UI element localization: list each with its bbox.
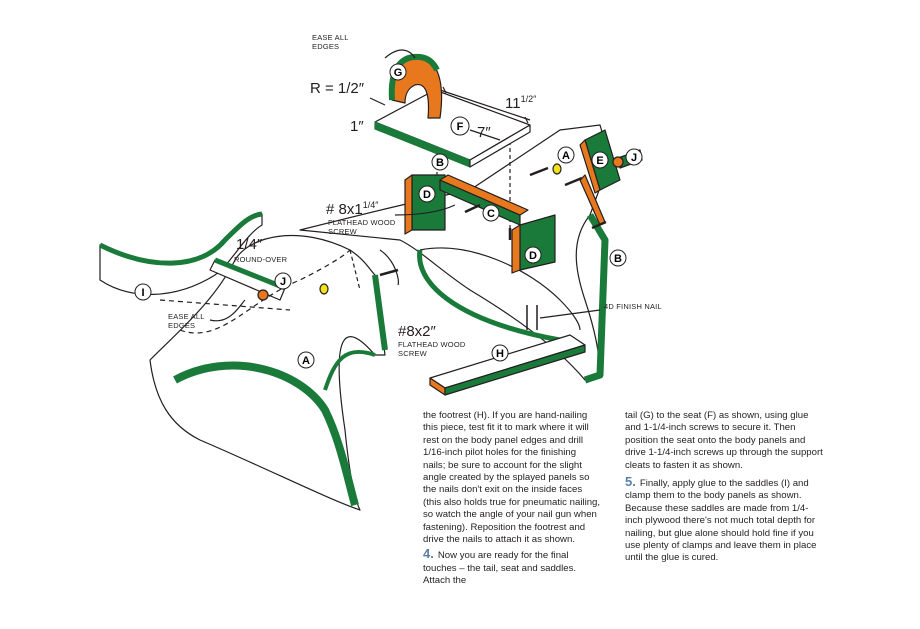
svg-text:B: B bbox=[436, 157, 444, 169]
svg-text:H: H bbox=[496, 348, 504, 360]
screw1-type-label: FLATHEAD WOOD SCREW bbox=[328, 218, 396, 236]
part-label-d-right: D bbox=[524, 246, 542, 264]
svg-text:B: B bbox=[614, 253, 622, 265]
svg-text:A: A bbox=[562, 150, 570, 162]
svg-text:D: D bbox=[529, 250, 537, 262]
svg-text:E: E bbox=[596, 155, 603, 167]
paragraph-footrest: the footrest (H). If you are hand-nailin… bbox=[423, 410, 601, 546]
screw2-size-label: #8x2″ bbox=[398, 323, 436, 340]
svg-text:F: F bbox=[457, 121, 464, 133]
step-4-text: Now you are ready for the final touches … bbox=[423, 550, 577, 587]
part-label-j-right: J bbox=[625, 148, 643, 166]
part-label-e: E bbox=[591, 151, 609, 169]
screw1-size-label: # 8x11/4″ bbox=[326, 200, 379, 218]
finish-nail-label: 4D FINISH NAIL bbox=[604, 302, 662, 311]
part-label-j-left: J bbox=[274, 272, 292, 290]
svg-text:D: D bbox=[423, 189, 431, 201]
part-label-b-right: B bbox=[609, 249, 627, 267]
step-4-number: 4. bbox=[423, 546, 434, 562]
screw2-type-label: FLATHEAD WOOD SCREW bbox=[398, 340, 466, 358]
svg-text:G: G bbox=[394, 67, 403, 79]
text-column-right: tail (G) to the seat (F) as shown, using… bbox=[625, 410, 825, 567]
svg-text:C: C bbox=[487, 208, 495, 220]
roundover-label: ROUND-OVER bbox=[234, 255, 288, 264]
quarter-inch-label: 1/4″ bbox=[236, 236, 263, 253]
part-label-b-left: B bbox=[431, 153, 449, 171]
paragraph-tail-seat: tail (G) to the seat (F) as shown, using… bbox=[625, 410, 823, 471]
svg-text:J: J bbox=[280, 276, 286, 288]
eleven-half-label: 111/2″ bbox=[505, 94, 537, 112]
ease-edges-top-label: EASE ALL EDGES bbox=[312, 33, 349, 51]
ease-edges-left-label: EASE ALL EDGES bbox=[168, 312, 205, 330]
seven-inch-label: 7″ bbox=[477, 124, 491, 141]
step-5-number: 5. bbox=[625, 474, 636, 490]
radius-label: R = 1/2″ bbox=[310, 80, 365, 97]
part-label-a-right: A bbox=[557, 146, 575, 164]
part-label-f: F bbox=[450, 116, 470, 136]
part-label-a-left: A bbox=[297, 351, 315, 369]
svg-text:J: J bbox=[631, 152, 637, 164]
svg-text:I: I bbox=[141, 287, 144, 299]
step-4: 4.Now you are ready for the final touche… bbox=[423, 546, 601, 587]
part-label-d-left: D bbox=[418, 185, 436, 203]
one-inch-label: 1″ bbox=[350, 118, 364, 135]
part-label-c: C bbox=[482, 204, 500, 222]
svg-text:A: A bbox=[302, 355, 310, 367]
step-5-text: Finally, apply glue to the saddles (I) a… bbox=[625, 478, 817, 564]
part-label-h: H bbox=[491, 344, 509, 362]
text-column-left: the footrest (H). If you are hand-nailin… bbox=[423, 410, 601, 590]
part-label-g: G bbox=[389, 63, 407, 81]
plug bbox=[319, 283, 329, 295]
part-label-i: I bbox=[134, 283, 152, 301]
body-panel-front bbox=[149, 234, 386, 511]
step-5: 5.Finally, apply glue to the saddles (I)… bbox=[625, 474, 825, 565]
plug bbox=[552, 163, 562, 175]
